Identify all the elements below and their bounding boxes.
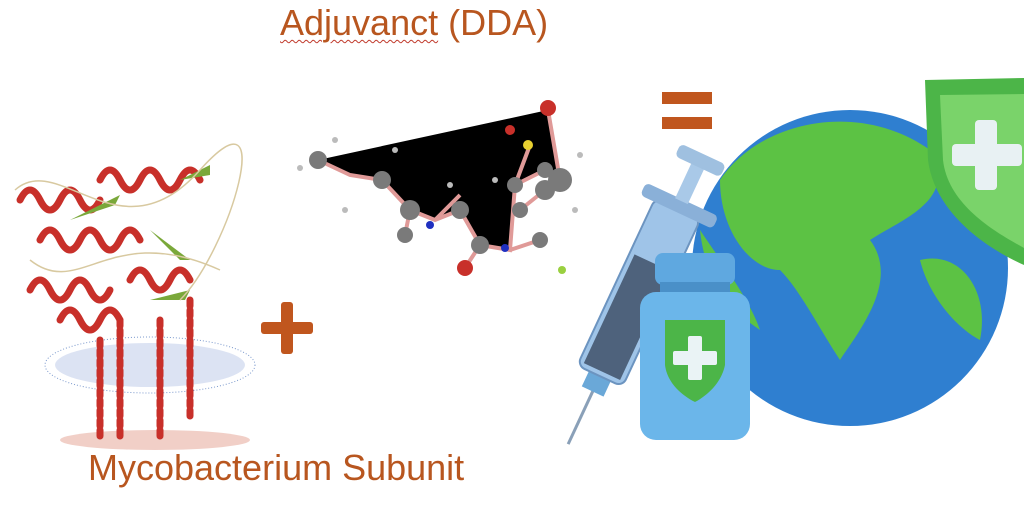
shield-cross-icon bbox=[925, 78, 1024, 265]
adjuvant-title: Adjuvanct (DDA) bbox=[280, 2, 548, 44]
adjuvant-suffix: (DDA) bbox=[438, 2, 549, 43]
equals-operator-icon bbox=[662, 92, 712, 129]
plus-operator-icon bbox=[261, 302, 313, 354]
adjuvant-word: Adjuvanct bbox=[280, 2, 439, 43]
syringe-icon bbox=[566, 145, 725, 445]
subunit-label: Mycobacterium Subunit bbox=[88, 447, 465, 488]
globe-icon bbox=[692, 110, 1008, 426]
protein-structure-icon bbox=[14, 143, 256, 450]
vaccine-vial-icon bbox=[640, 253, 750, 440]
adjuvant-molecule-icon bbox=[297, 100, 583, 276]
